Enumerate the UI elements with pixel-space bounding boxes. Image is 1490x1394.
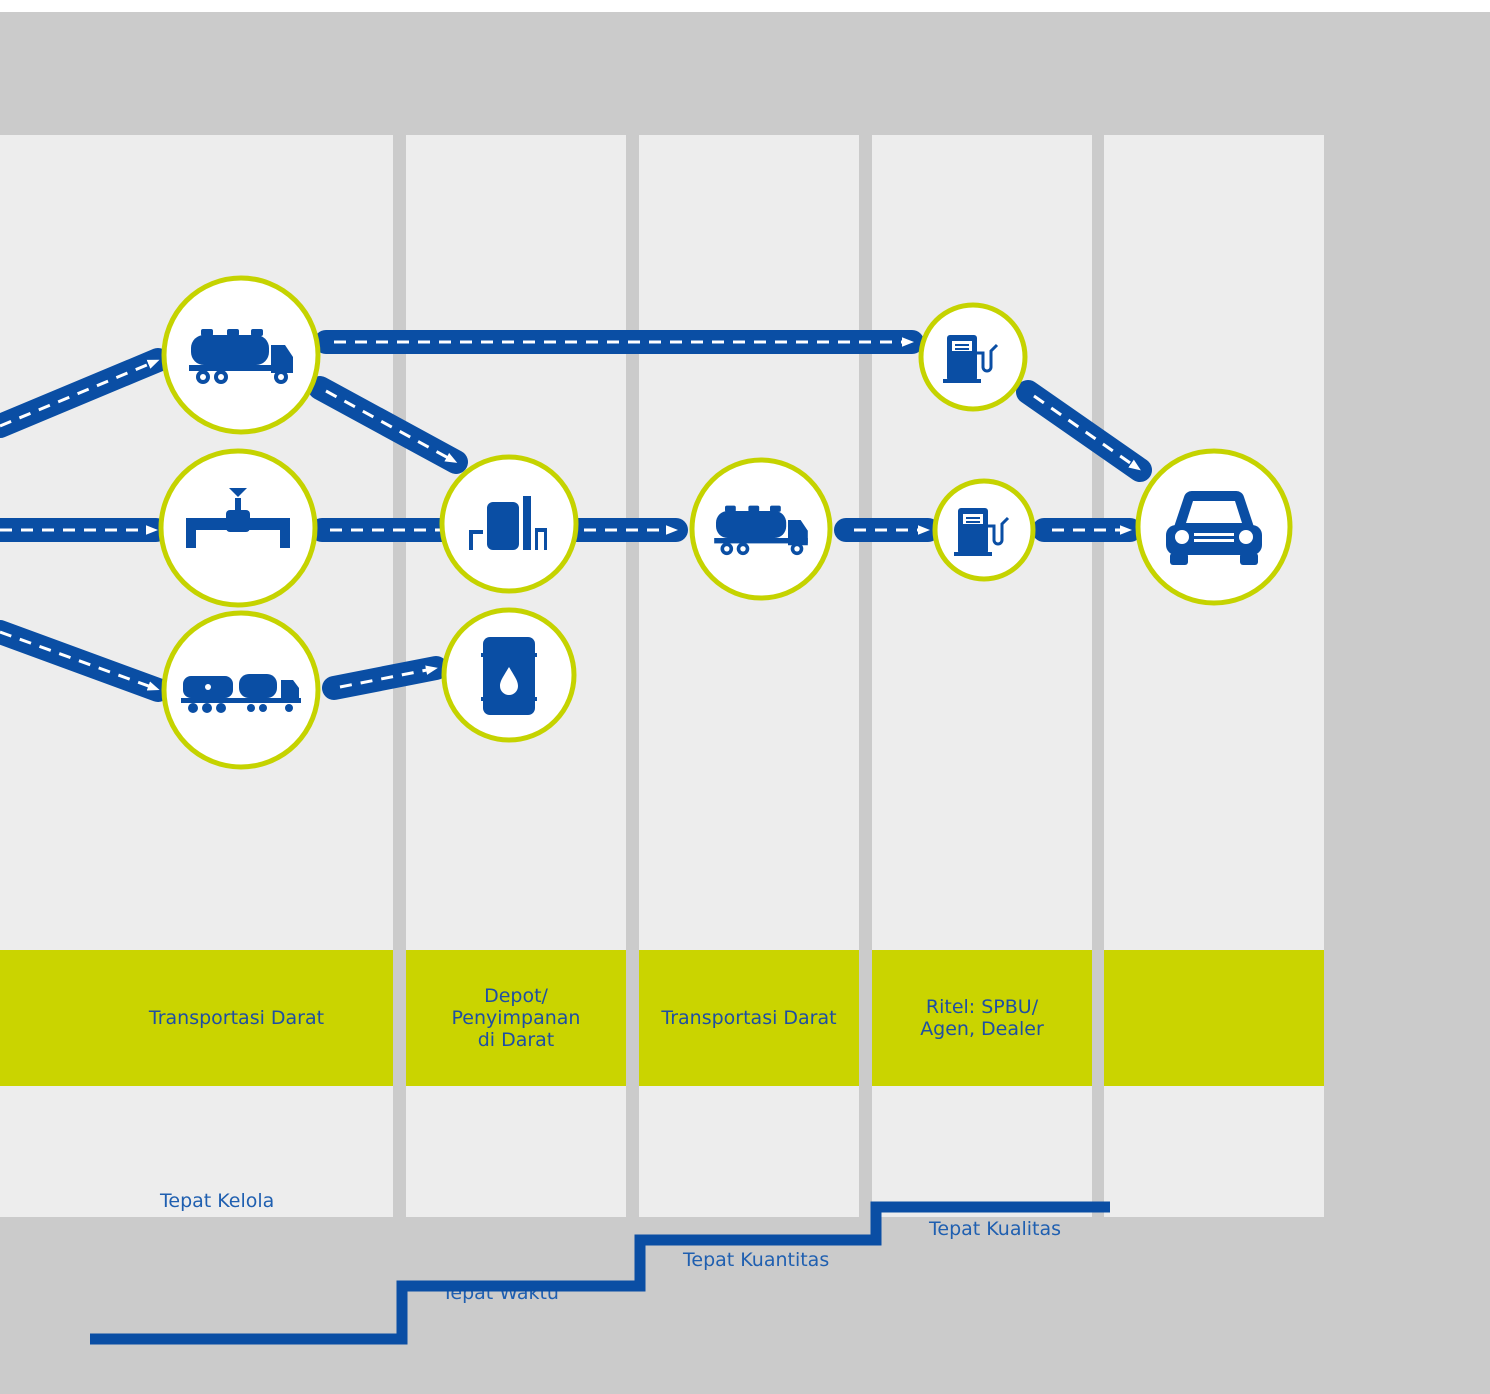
band-transport-1 bbox=[0, 950, 393, 1086]
node-rail-tanker bbox=[161, 610, 321, 770]
node-tanker-truck-mid bbox=[689, 457, 833, 601]
band-retail bbox=[872, 950, 1092, 1086]
node-fuel-pump-mid bbox=[932, 478, 1036, 582]
tanker-truck-icon bbox=[189, 329, 293, 384]
storage-tank-icon bbox=[469, 496, 547, 550]
road-rail-to-drum bbox=[322, 656, 448, 700]
node-tanker-truck-top bbox=[161, 275, 321, 435]
stage-label-retail: Ritel: SPBU/ Agen, Dealer bbox=[920, 996, 1044, 1040]
car-icon bbox=[1166, 490, 1262, 565]
road-pump-top-to-car bbox=[1016, 380, 1152, 482]
fuel-pump-icon bbox=[943, 335, 999, 383]
fuel-pump-icon bbox=[954, 508, 1010, 556]
stage-label-depot: Depot/ Penyimpanan di Darat bbox=[451, 985, 581, 1051]
band-depot bbox=[406, 950, 626, 1086]
road-left-to-rail bbox=[0, 620, 170, 702]
staircase-line bbox=[90, 1201, 1110, 1345]
step-label-kualitas: Tepat Kualitas bbox=[929, 1218, 1062, 1240]
road-left-to-truck bbox=[0, 348, 170, 438]
rail-tanker-icon bbox=[181, 674, 301, 713]
node-car bbox=[1135, 448, 1293, 606]
node-pipeline bbox=[158, 448, 318, 608]
flow-roads bbox=[0, 330, 1152, 702]
oil-drum-icon bbox=[481, 637, 537, 715]
diagram-canvas: Transportasi Darat Depot/ Penyimpanan di… bbox=[0, 12, 1490, 1394]
stage-label-transport-1: Transportasi Darat bbox=[148, 1007, 325, 1029]
band-consumer bbox=[1104, 950, 1324, 1086]
band-transport-2 bbox=[639, 950, 859, 1086]
node-depot bbox=[439, 454, 579, 594]
step-label-kelola: Tepat Kelola bbox=[160, 1190, 275, 1212]
stage-label-transport-2: Transportasi Darat bbox=[661, 1007, 837, 1029]
step-label-kuantitas: Tepat Kuantitas bbox=[683, 1249, 830, 1271]
pipeline-valve-icon bbox=[186, 488, 290, 548]
node-oil-drum bbox=[441, 607, 577, 743]
tanker-truck-icon bbox=[714, 505, 808, 556]
node-fuel-pump-top bbox=[918, 302, 1028, 412]
road-truck-to-depot bbox=[308, 376, 468, 474]
